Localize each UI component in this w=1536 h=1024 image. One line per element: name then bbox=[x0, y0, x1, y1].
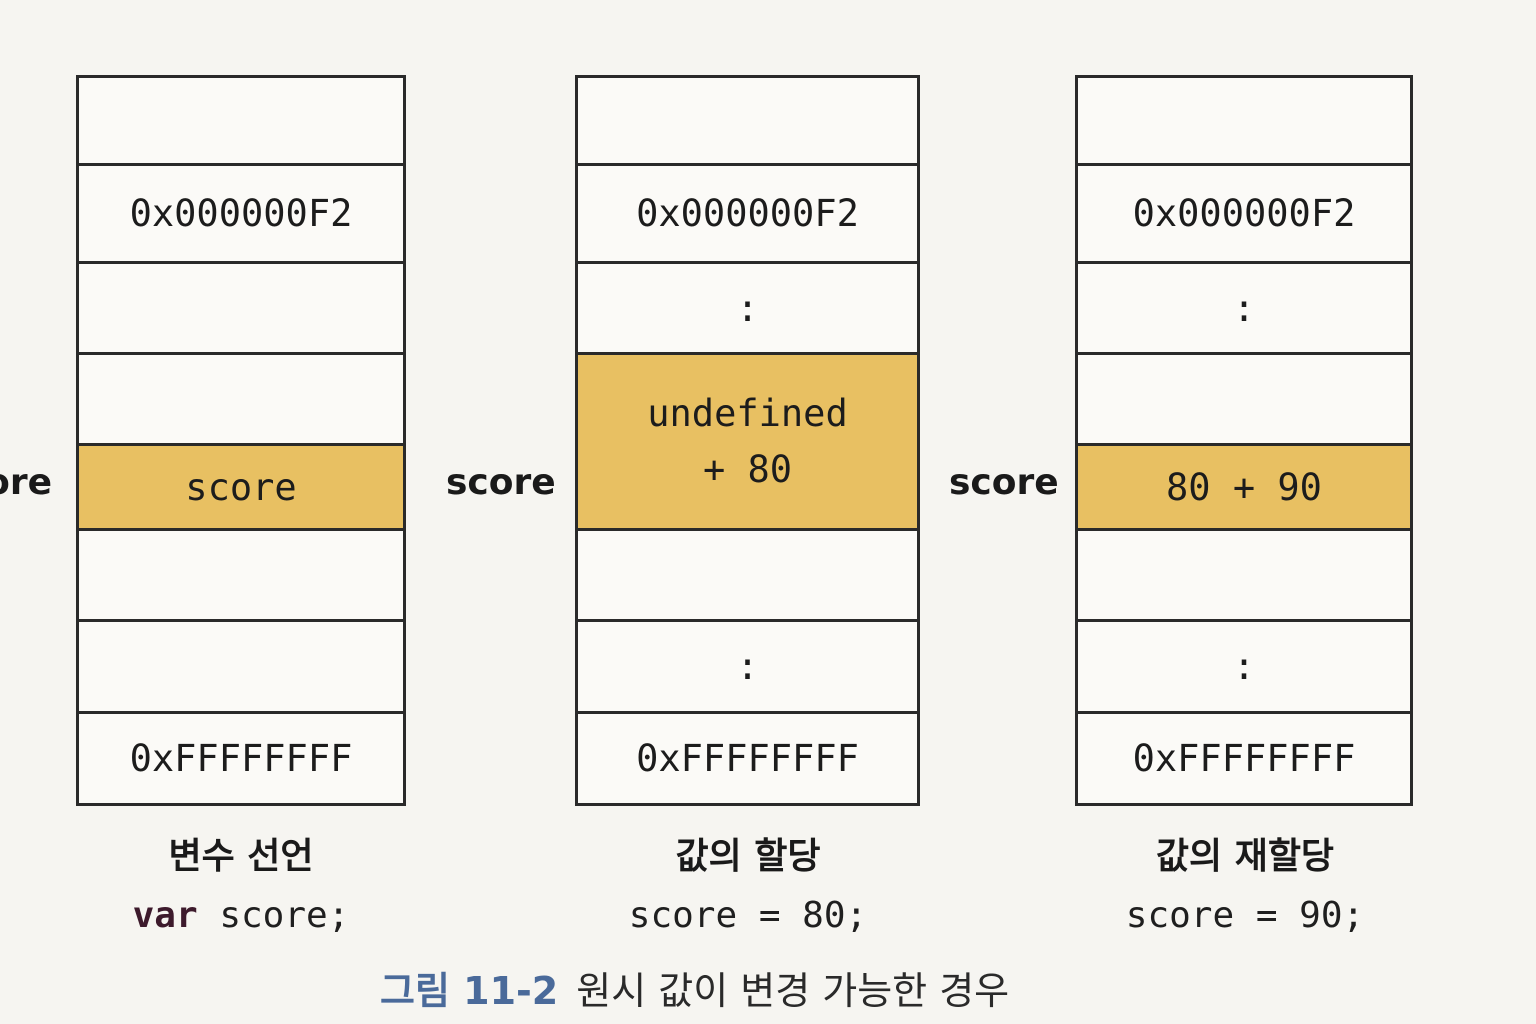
code-rest: score; bbox=[197, 895, 350, 936]
caption-code: score = 90; bbox=[1125, 895, 1365, 936]
caption-title: 값의 재할당 bbox=[1155, 836, 1335, 877]
memory-cell-score: score bbox=[79, 446, 403, 531]
memory-cell bbox=[79, 78, 403, 166]
memory-cell-end-address: 0xFFFFFFFF bbox=[636, 737, 859, 780]
memory-cell bbox=[578, 531, 917, 622]
figure-title: 원시 값이 변경 가능한 경우 bbox=[576, 969, 1010, 1013]
memory-cell bbox=[1078, 78, 1410, 166]
memory-cell-end-address: 0xFFFFFFFF bbox=[129, 737, 353, 780]
memory-cell bbox=[1078, 355, 1410, 446]
memory-cell-score: undefined + 80 bbox=[578, 355, 917, 531]
memory-cell-ellipsis: : bbox=[1078, 264, 1410, 355]
variable-label: score bbox=[446, 462, 556, 503]
memory-column-declaration: 0x000000F2 score 0xFFFFFFFF bbox=[76, 75, 406, 806]
memory-cell-start-address: 0x000000F2 bbox=[578, 166, 917, 264]
caption-title: 값의 할당 bbox=[675, 836, 821, 877]
memory-cell-end-address: 0xFFFFFFFF bbox=[1132, 737, 1356, 780]
cell-value-line: + 80 bbox=[702, 447, 793, 491]
memory-cell-ellipsis: : bbox=[1078, 622, 1410, 714]
memory-cell bbox=[79, 622, 403, 714]
column-caption: 값의 할당 score = 80; bbox=[598, 828, 898, 946]
memory-cell-start-address: 0x000000F2 bbox=[1078, 166, 1410, 264]
column-caption: 값의 재할당 score = 90; bbox=[1095, 828, 1395, 946]
memory-column-reassignment: 0x000000F2 : 80 + 90 : 0xFFFFFFFF bbox=[1075, 75, 1413, 806]
caption-code: var score; bbox=[91, 886, 391, 946]
memory-cell bbox=[1078, 531, 1410, 622]
memory-cell bbox=[578, 78, 917, 166]
memory-cell bbox=[79, 531, 403, 622]
memory-cell-score: 80 + 90 bbox=[1078, 446, 1410, 531]
memory-cell-start-address: 0x000000F2 bbox=[79, 166, 403, 264]
caption-code: score = 80; bbox=[628, 895, 868, 936]
memory-cell-ellipsis: : bbox=[578, 264, 917, 355]
memory-column-assignment: 0x000000F2 : undefined + 80 : 0xFFFFFFFF bbox=[575, 75, 920, 806]
caption-title: 변수 선언 bbox=[168, 836, 314, 877]
memory-cell-ellipsis: : bbox=[578, 622, 917, 714]
column-caption: 변수 선언 var score; bbox=[91, 828, 391, 946]
variable-label: score bbox=[949, 462, 1059, 503]
variable-label: score bbox=[0, 462, 52, 503]
figure-caption: 그림 11-2 원시 값이 변경 가능한 경우 bbox=[380, 960, 1009, 1015]
memory-cell bbox=[79, 355, 403, 446]
memory-cell bbox=[79, 264, 403, 355]
cell-value-line: undefined bbox=[647, 391, 848, 435]
figure-number: 그림 11-2 bbox=[380, 969, 559, 1013]
code-keyword: var bbox=[132, 895, 198, 936]
